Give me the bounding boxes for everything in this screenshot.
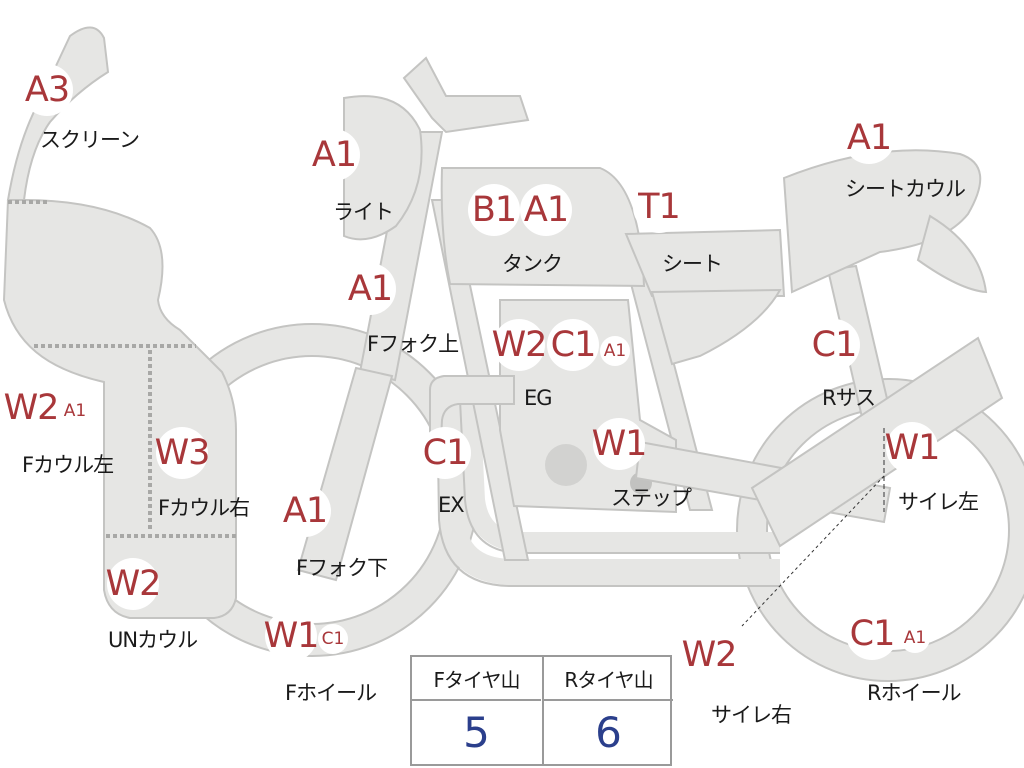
part-label: サイレ右 [711,703,792,727]
damage-code-marker: A1 [600,336,630,366]
front-fork-lower-shape [296,366,394,582]
part-label: Rホイール [867,681,962,705]
damage-code-marker: W3 [155,427,210,479]
rear-tire-header: Rタイヤ山 [542,657,673,701]
part-label: Fカウル左 [22,453,114,477]
part-label: タンク [502,252,563,276]
damage-code-marker: T1 [633,181,685,233]
part-label: シートカウル [845,177,966,201]
part-label: シート [662,252,723,276]
damage-code-marker: W2 [492,319,547,371]
rear-tire-value: 6 [542,701,673,764]
damage-code-marker: A1 [843,112,895,164]
screen-shape [6,26,110,201]
damage-code-marker: W1 [264,610,319,662]
seat-shape [624,228,786,297]
exhaust-header-shape [429,375,515,461]
handlebar-shape [402,56,530,134]
part-label: Fカウル右 [158,496,250,520]
damage-code-marker: W2 [4,382,59,434]
damage-code-marker: A1 [60,396,90,426]
exhaust-pipe-edge [436,389,780,587]
rear-wheel-shape [737,379,1024,681]
part-label: Rサス [822,386,876,410]
damage-code-marker: A1 [900,623,930,653]
part-label: サイレ左 [898,490,979,514]
front-tire-header: Fタイヤ山 [412,657,541,701]
damage-code-marker: A1 [344,263,396,315]
damage-code-marker: W1 [592,418,647,470]
damage-code-marker: C1 [547,319,599,371]
part-label: UNカウル [108,628,198,652]
damage-code-marker: A1 [520,184,572,236]
rear-fender-shape [916,214,988,294]
part-label: Fホイール [285,681,377,705]
damage-code-marker: W1 [885,422,940,474]
part-label: ライト [333,200,394,224]
damage-code-marker: A1 [279,485,331,537]
part-label: EG [524,386,553,410]
damage-code-marker: W2 [682,629,737,681]
silencer-leader-line-right [741,475,885,627]
front-tire-value: 5 [463,708,490,757]
headlight-shape [343,95,423,241]
damage-code-marker: C1 [808,319,860,371]
damage-code-marker: C1 [419,427,471,479]
engine-cover-shape [545,444,587,486]
exhaust-pipe-shape [437,389,780,585]
part-label: スクリーン [40,128,140,152]
damage-code-marker: W2 [106,558,161,610]
tire-tread-table: Fタイヤ山 Rタイヤ山 5 6 [410,655,673,766]
silencer-shape [750,336,1004,548]
part-label: ステップ [611,486,692,510]
front-cowl-shape [2,199,237,619]
part-label: EX [438,493,465,517]
damage-code-marker: A3 [21,64,73,116]
rear-wheel-edge-outer [736,378,1024,682]
damage-code-marker: C1 [318,624,348,654]
part-label: Fフォク上 [367,332,459,356]
side-cover-shape [650,288,782,366]
part-label: Fフォク下 [296,556,388,580]
damage-code-marker: C1 [846,608,898,660]
damage-code-marker: B1 [468,184,520,236]
damage-code-marker: A1 [308,129,360,181]
